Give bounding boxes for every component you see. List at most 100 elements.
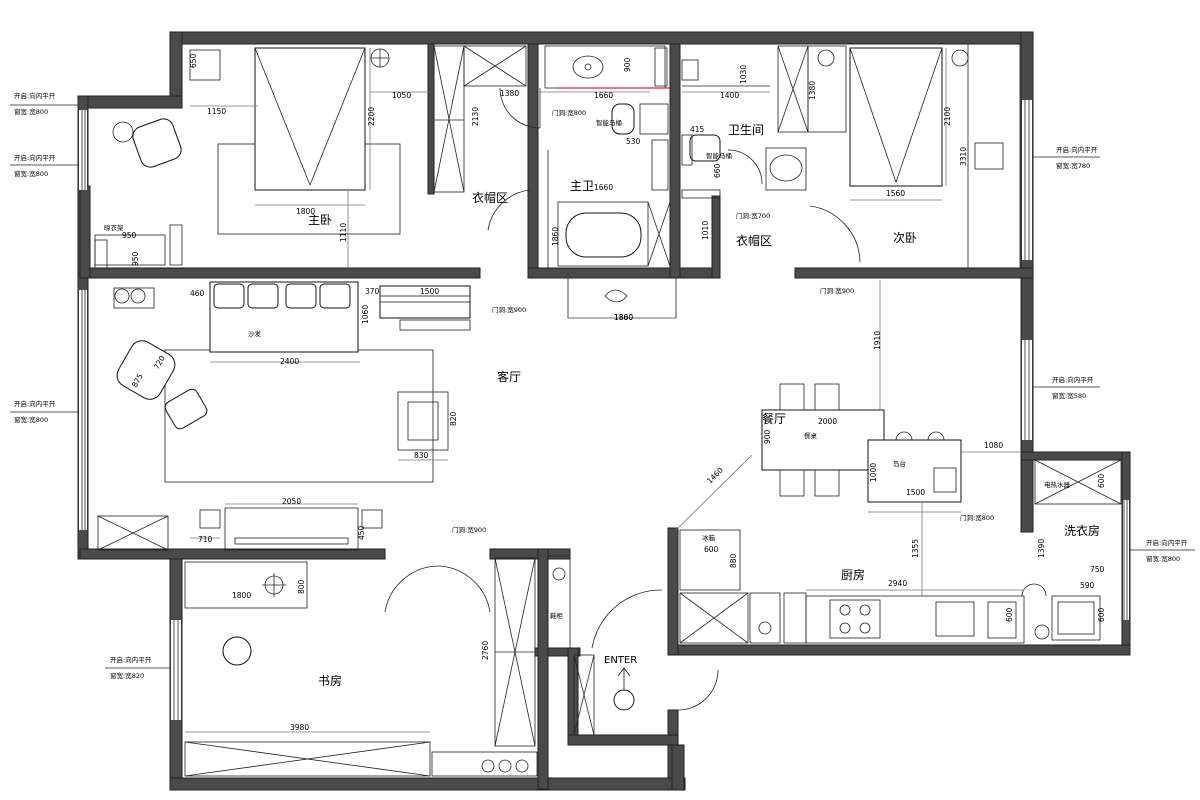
- label-wardrobe-left: 衣帽区: [472, 190, 508, 205]
- label-living-room: 客厅: [497, 369, 521, 384]
- dim-1660: 1660: [594, 91, 613, 100]
- label-bathroom: 卫生间: [728, 123, 764, 137]
- dim-1010: 1010: [701, 221, 710, 240]
- dim-1910: 1910: [873, 331, 882, 350]
- window-note-7-size: 窗宽:宽820: [110, 671, 144, 680]
- dim-820: 820: [449, 411, 458, 426]
- label-wardrobe-right: 衣帽区: [736, 233, 772, 248]
- dim-950: 950: [122, 231, 137, 240]
- bathroom-right: [681, 59, 807, 199]
- dim-1800-bath-bottom: 1800: [614, 313, 633, 322]
- dim-590: 590: [1080, 581, 1095, 590]
- label-study: 书房: [318, 673, 342, 688]
- dim-800: 800: [297, 579, 306, 594]
- walls: [77, 31, 1131, 791]
- dimension-lines: [185, 48, 1024, 733]
- window-note-3-open: 开启:向内平开: [14, 399, 56, 408]
- dim-1000: 1000: [869, 463, 878, 482]
- dim-3980: 3980: [290, 723, 309, 732]
- dim-1380-right: 1380: [808, 81, 817, 100]
- dim-600-fridge: 600: [704, 545, 719, 554]
- dim-1030: 1030: [739, 65, 748, 84]
- dim-600-heater: 600: [1097, 473, 1106, 488]
- window-note-7-open: 开启:向内平开: [110, 655, 152, 664]
- dim-2130: 2130: [471, 107, 480, 126]
- dim-1080: 1080: [984, 441, 1003, 450]
- window-note-4-open: 开启:向内平开: [1056, 145, 1098, 154]
- laundry: [1034, 459, 1122, 641]
- label-laundry: 洗衣房: [1064, 523, 1100, 538]
- dim-2940: 2940: [888, 579, 907, 588]
- door-note-second-bedroom: 门洞:宽900: [820, 286, 854, 295]
- label-water-heater: 电热水器: [1044, 480, 1071, 489]
- label-toilet-right: 智能马桶: [706, 151, 732, 160]
- dim-710: 710: [198, 535, 213, 544]
- dim-1560: 1560: [886, 189, 905, 198]
- master-bath: [487, 45, 677, 319]
- dim-880: 880: [729, 553, 738, 568]
- dim-600-kitchen: 600: [1005, 607, 1014, 622]
- dim-370: 370: [365, 287, 380, 296]
- window-note-5-open: 开启:向内平开: [1052, 375, 1094, 384]
- label-dining-room: 餐厅: [762, 411, 786, 426]
- dim-1800-desk: 1800: [232, 591, 251, 600]
- dim-1860-bottom: 1860: [614, 313, 633, 322]
- dim-1355: 1355: [911, 539, 920, 558]
- dim-1060: 1060: [361, 305, 370, 324]
- window-note-2-size: 窗宽:宽800: [14, 169, 48, 178]
- door-note-master-bath: 门洞:宽800: [552, 108, 586, 117]
- window-leaders: [10, 104, 1195, 669]
- living-room: [97, 281, 471, 551]
- window-note-3-size: 窗宽:宽800: [14, 415, 48, 424]
- study: [184, 555, 719, 777]
- dim-1460: 1460: [705, 465, 725, 485]
- dim-600-laundry: 600: [1097, 607, 1106, 622]
- kitchen: [679, 529, 1050, 644]
- dim-1050: 1050: [392, 91, 411, 100]
- label-fridge: 冰箱: [702, 533, 716, 542]
- dim-1800-bed: 1800: [296, 207, 315, 216]
- label-master-bath: 主卫: [570, 179, 594, 193]
- door-note-study: 门洞:宽900: [452, 525, 486, 534]
- dim-2760: 2760: [481, 641, 490, 660]
- dim-2200: 2200: [367, 107, 376, 126]
- entry-figure: [613, 667, 635, 711]
- label-shoe-cabinet: 鞋柜: [550, 611, 564, 620]
- door-note-bathroom: 门洞:宽700: [736, 211, 770, 220]
- dim-1500: 1500: [420, 287, 439, 296]
- dim-650: 650: [189, 53, 198, 68]
- door-note-master-bedroom: 门洞:宽900: [492, 305, 526, 314]
- window-note-6-open: 开启:向内平开: [1146, 538, 1188, 547]
- dim-415: 415: [690, 125, 705, 134]
- dim-1400: 1400: [720, 91, 739, 100]
- dim-2400: 2400: [280, 357, 299, 366]
- room-labels: 主卧 衣帽区 主卫 1660 卫生间 衣帽区 次卧 客厅 餐厅 餐桌 岛台 厨房…: [104, 118, 1100, 688]
- master-bedroom: [94, 45, 541, 269]
- label-master-bedroom: 主卧: [308, 213, 332, 227]
- dim-1110: 1110: [339, 223, 348, 242]
- dim-530: 530: [626, 137, 641, 146]
- dim-1150: 1150: [207, 107, 226, 116]
- door-note-laundry: 门洞:宽800: [960, 513, 994, 522]
- dim-450: 450: [357, 525, 366, 540]
- label-entry: ENTER: [604, 655, 637, 666]
- dim-1860-tub: 1860: [551, 227, 560, 246]
- windows: [81, 100, 1128, 720]
- dim-2000: 2000: [818, 417, 837, 426]
- dim-900-table: 900: [763, 429, 772, 444]
- dim-460: 460: [190, 289, 205, 298]
- label-toilet-left: 智能马桶: [596, 118, 622, 127]
- label-island: 岛台: [893, 459, 906, 468]
- second-bedroom: [777, 43, 1021, 269]
- dim-2050: 2050: [282, 497, 301, 506]
- label-drying-rack: 晾衣架: [104, 223, 124, 232]
- dim-1380: 1380: [500, 89, 519, 98]
- label-second-bedroom: 次卧: [893, 231, 917, 245]
- dim-660: 660: [713, 163, 722, 178]
- dim-2100: 2100: [943, 107, 952, 126]
- label-dining-table: 餐桌: [804, 431, 818, 440]
- dim-900-bath: 900: [623, 57, 632, 72]
- dining: [675, 280, 962, 596]
- dim-750: 750: [1090, 565, 1105, 574]
